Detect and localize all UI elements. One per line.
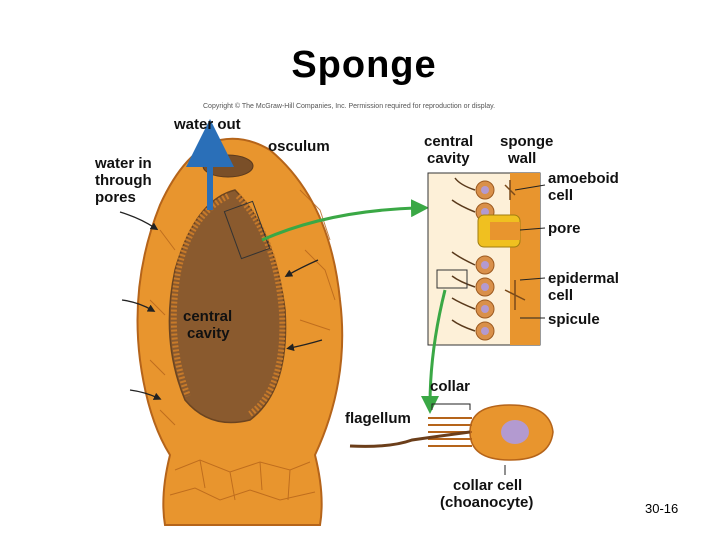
label-spicule: spicule [548,311,600,328]
sponge-wall-inset [427,172,546,346]
label-pores: pores [95,189,136,206]
label-epidermal: epidermal [548,270,619,287]
copyright-notice: Copyright © The McGraw-Hill Companies, I… [203,103,496,110]
label-wall: wall [508,150,537,167]
label-sponge: sponge [500,133,554,150]
slide-title: Sponge [291,44,437,86]
label-epidermal-cell: cell [548,287,574,304]
collar-cell-drawing [349,403,554,475]
label-through: through [95,172,152,189]
zoom-arrow-collar [421,289,447,414]
label-water-in: water in [95,155,152,172]
zoom-arrow-wall [261,199,429,242]
label-collar: collar [430,378,471,395]
slide-number: 30-16 [645,501,679,516]
label-inset-cavity: cavity [427,150,470,167]
label-flagellum: flagellum [345,410,411,427]
label-cavity: cavity [187,325,230,342]
label-amoeboid-cell: cell [548,187,574,204]
label-osculum: osculum [268,138,330,155]
label-pore: pore [548,220,581,237]
label-inset-central: central [424,133,474,150]
sponge-body [119,137,344,526]
label-water-out: water out [174,116,241,133]
label-choanocyte: (choanocyte) [440,494,534,511]
label-central: central [183,308,233,325]
label-collar-cell: collar cell [453,477,523,494]
label-amoeboid: amoeboid [548,170,619,187]
